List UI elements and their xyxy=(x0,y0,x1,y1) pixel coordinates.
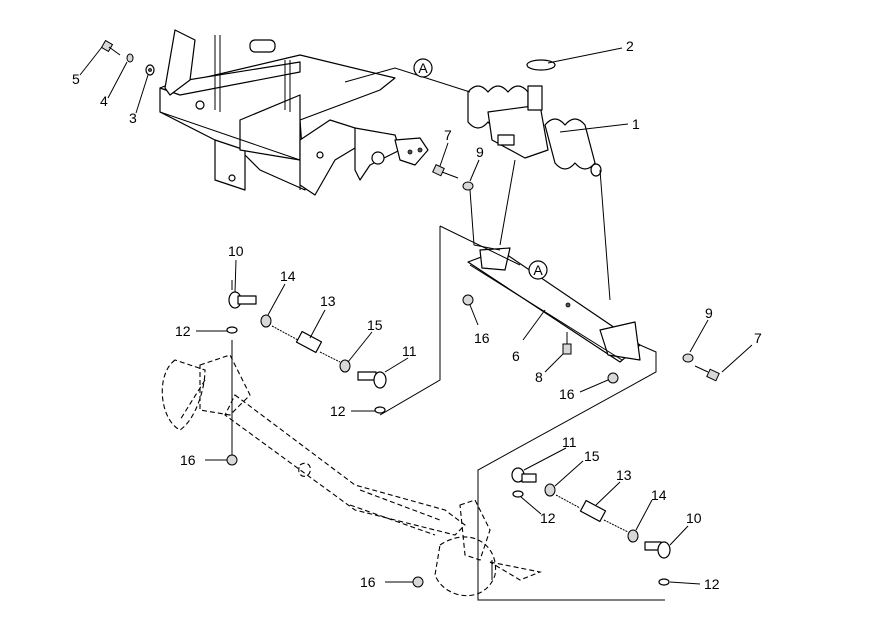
steering-bracket-6 xyxy=(467,247,641,363)
callout-leaders xyxy=(79,46,753,585)
nut-15-right xyxy=(544,483,556,497)
nut-16-axle-right xyxy=(412,576,424,588)
ref-marker-a-mid-label: A xyxy=(533,262,543,278)
callout-9-upper: 9 xyxy=(476,144,484,160)
callout-15-left: 15 xyxy=(367,317,383,333)
callout-11-right: 11 xyxy=(562,434,577,450)
bolt-7-upper xyxy=(432,164,459,179)
callout-12-left-a: 12 xyxy=(175,323,191,339)
callout-13-left: 13 xyxy=(320,293,336,309)
callout-12-right-a: 12 xyxy=(540,510,556,526)
callout-12-right-b: 12 xyxy=(704,576,720,592)
cotter-12-left-a xyxy=(226,326,238,334)
bolt-7-lower xyxy=(694,365,720,382)
adjusting-rod-13-right xyxy=(555,494,629,533)
callout-15-right: 15 xyxy=(584,448,600,464)
callout-5: 5 xyxy=(72,71,80,87)
callout-1: 1 xyxy=(632,116,640,132)
steering-gear-1 xyxy=(467,85,602,177)
callout-13-right: 13 xyxy=(616,467,632,483)
callout-14-right: 14 xyxy=(651,487,667,503)
dust-seal-2 xyxy=(526,59,556,71)
nut-16-bracket-right xyxy=(607,372,619,384)
ref-marker-a-mid: A xyxy=(528,260,548,280)
ref-marker-a-top: A xyxy=(413,58,433,78)
adjusting-rod-13-left xyxy=(271,325,341,363)
nut-16-bracket-left xyxy=(462,294,474,306)
callout-3: 3 xyxy=(129,110,137,126)
callout-16-bracket-left: 16 xyxy=(474,330,490,346)
callout-16-axle-left: 16 xyxy=(180,452,196,468)
front-axle-phantom xyxy=(161,354,542,597)
callout-11-left: 11 xyxy=(402,343,417,359)
assembly-reference-lines xyxy=(344,67,665,601)
callout-14-left: 14 xyxy=(280,268,296,284)
nut-14-left xyxy=(260,314,272,328)
callout-16-bracket-right: 16 xyxy=(559,386,575,402)
callout-7-lower: 7 xyxy=(754,330,762,346)
nut-16-axle-left xyxy=(226,454,238,466)
bolt-5 xyxy=(100,39,121,56)
callout-12-left-b: 12 xyxy=(330,403,346,419)
callout-2: 2 xyxy=(626,38,634,54)
callout-10-right: 10 xyxy=(686,510,702,526)
callout-4: 4 xyxy=(100,93,108,109)
ref-marker-a-top-label: A xyxy=(418,60,428,76)
washer-9-upper xyxy=(462,181,474,191)
nut-14-right xyxy=(627,529,639,543)
cotter-12-right-a xyxy=(512,490,524,498)
callout-6: 6 xyxy=(512,348,520,364)
cotter-12-left-b xyxy=(374,406,386,414)
washer-9-lower xyxy=(682,353,694,363)
lock-washer-4 xyxy=(126,53,134,63)
callout-7-upper: 7 xyxy=(444,127,452,143)
callout-8: 8 xyxy=(535,369,543,385)
tie-rod-end-10-left xyxy=(228,280,257,309)
cotter-12-right-b xyxy=(658,578,670,586)
callout-16-axle-right: 16 xyxy=(360,574,376,590)
callout-10-left: 10 xyxy=(228,243,244,259)
callout-9-lower: 9 xyxy=(705,305,713,321)
tie-rod-end-10-right xyxy=(644,541,671,559)
bolt-8 xyxy=(562,332,572,355)
pedal-frame-assembly xyxy=(159,29,429,196)
nut-15-left xyxy=(339,359,351,373)
tie-rod-end-11-right xyxy=(511,467,537,483)
tie-rod-end-11-left xyxy=(357,371,387,389)
